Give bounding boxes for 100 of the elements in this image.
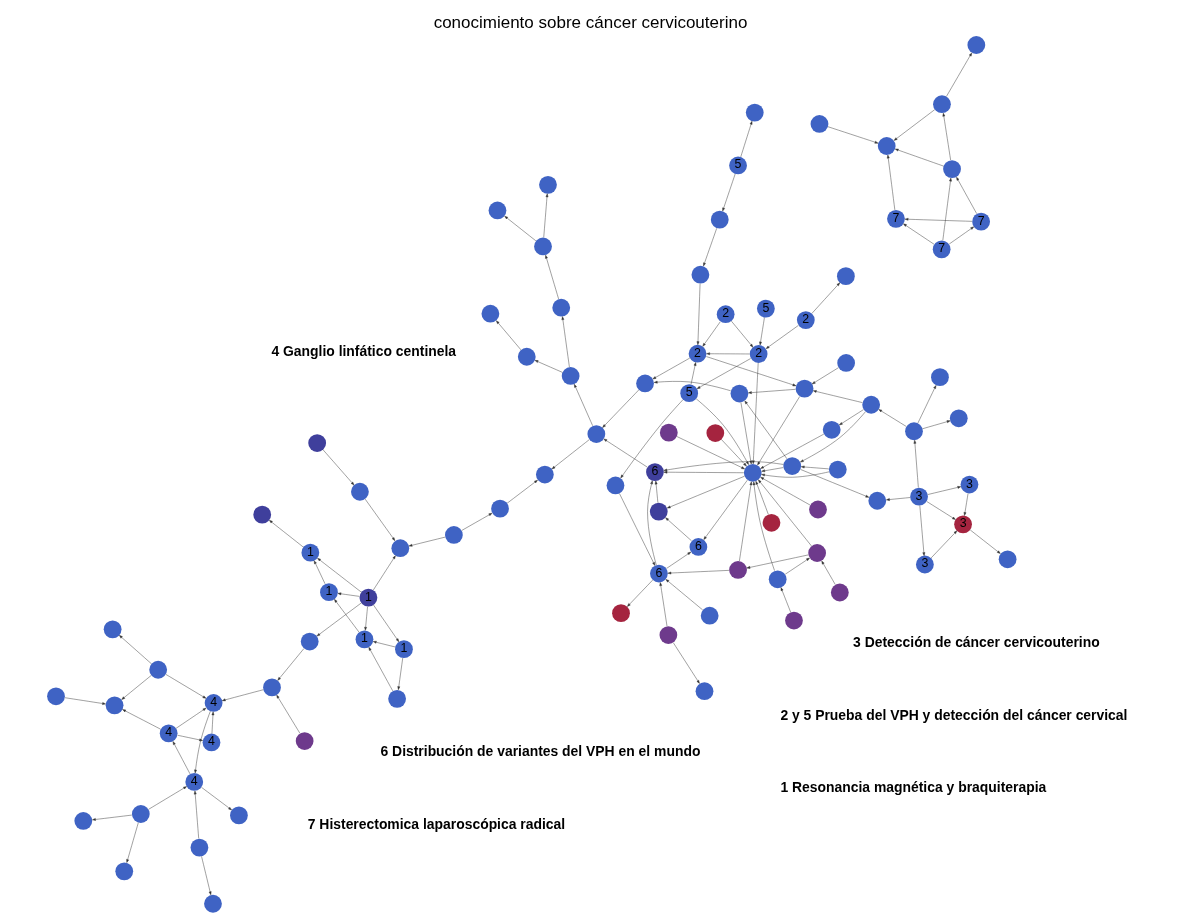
node-circle — [868, 491, 887, 510]
arrow — [673, 642, 700, 684]
arrow — [647, 480, 657, 566]
node-circle — [561, 367, 580, 385]
arrow — [317, 558, 362, 593]
label: 2 y 5 Prueba del VPH y detección del cáncer cervical — [780, 706, 1128, 723]
arrow — [827, 126, 879, 144]
arrow — [122, 709, 161, 730]
arrow — [839, 409, 864, 426]
node-circle — [552, 298, 571, 317]
arrow — [551, 439, 590, 470]
node-circle — [190, 838, 209, 857]
arrow — [739, 481, 753, 562]
node-circle — [74, 812, 93, 830]
arrow — [919, 505, 926, 556]
arrow — [334, 599, 360, 633]
arrow — [927, 486, 962, 495]
node-circle — [706, 424, 725, 442]
arrow — [667, 476, 745, 509]
arrow — [175, 707, 207, 729]
arrow — [603, 438, 648, 468]
arrow — [930, 530, 958, 559]
arrow — [543, 193, 549, 238]
arrow — [653, 380, 731, 391]
arrow — [813, 390, 863, 403]
node-circle — [837, 354, 856, 372]
arrow — [893, 109, 935, 141]
arrow — [706, 352, 750, 356]
node-circle: 4 — [202, 733, 221, 752]
node-circle — [149, 660, 168, 679]
node-circle — [943, 160, 961, 178]
arrow — [696, 358, 751, 389]
arrow — [92, 814, 133, 821]
arrow — [654, 480, 659, 503]
arrow — [602, 389, 640, 428]
arrow — [904, 217, 973, 222]
arrow — [942, 112, 951, 161]
arrow — [740, 121, 753, 158]
arrow — [895, 148, 944, 167]
label: 3 Detección de cáncer cervicouterino — [853, 633, 1100, 650]
arrow — [903, 223, 935, 245]
arrow — [574, 384, 593, 426]
arrow — [760, 477, 811, 506]
arrow — [695, 398, 749, 465]
arrow — [126, 822, 139, 863]
arrow — [722, 173, 736, 212]
arrow — [507, 479, 538, 504]
node-circle — [491, 499, 509, 518]
node-circle — [204, 894, 222, 913]
arrow — [757, 396, 800, 466]
arrow — [177, 735, 203, 742]
arrow — [759, 317, 765, 346]
arrow — [373, 555, 396, 591]
node-circle — [745, 103, 764, 122]
arrow — [269, 520, 304, 548]
label: 1 Resonancia magnética y braquiterapia — [780, 779, 1047, 796]
node-circle: 7 — [932, 240, 951, 259]
arrow — [721, 439, 747, 467]
diagram-title: conocimiento sobre cáncer cervicouterino — [433, 13, 748, 33]
arrow — [277, 648, 305, 681]
node-circle — [115, 862, 134, 881]
arrow — [316, 602, 362, 637]
arrow — [652, 357, 691, 380]
arrow — [755, 480, 769, 515]
arrow — [322, 449, 355, 486]
node-circle: 3 — [960, 475, 979, 494]
label: 6 Distribución de variantes del VPH en el mundo — [380, 742, 701, 759]
arrow — [703, 479, 748, 540]
node-circle — [768, 570, 787, 589]
node-circle — [388, 689, 406, 708]
arrow — [619, 493, 656, 566]
node-circle: 6 — [646, 463, 664, 481]
node-circle: 2 — [716, 305, 735, 324]
node-circle — [131, 805, 150, 823]
arrow — [946, 52, 972, 97]
arrow — [194, 711, 211, 774]
arrow — [706, 356, 797, 387]
node-circle: 5 — [756, 299, 775, 318]
arrow — [665, 517, 692, 542]
arrow — [785, 557, 810, 575]
arrow — [760, 433, 825, 469]
arrow — [731, 320, 754, 348]
arrow — [800, 465, 829, 470]
node-circle — [830, 583, 849, 602]
node-circle — [809, 500, 827, 519]
arrow — [561, 316, 570, 368]
arrow — [372, 641, 396, 648]
node-circle: 3 — [916, 555, 934, 574]
arrow — [461, 513, 493, 531]
arrow — [956, 176, 977, 214]
arrow — [970, 529, 1001, 554]
node-circle — [636, 374, 654, 393]
arrow — [761, 467, 784, 473]
arrow — [702, 321, 721, 347]
arrow — [913, 440, 919, 488]
arrow — [373, 604, 400, 642]
arrow — [364, 498, 396, 541]
arrow — [926, 501, 956, 520]
node-circle — [295, 732, 314, 750]
arrow — [627, 579, 653, 607]
